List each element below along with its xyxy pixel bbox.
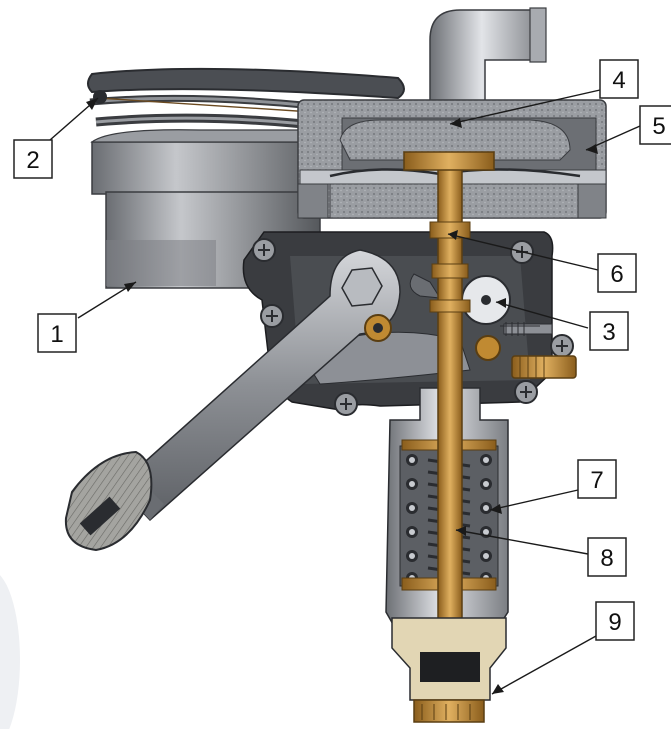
- leader-3: [495, 301, 589, 329]
- valve-stem: [403, 151, 495, 703]
- cam-wheel: [409, 273, 511, 361]
- callout-1: 1: [37, 313, 77, 353]
- leader-arrowheads: [86, 98, 598, 694]
- background-wash: [0, 575, 20, 734]
- callout-label: 6: [610, 261, 623, 288]
- callout-8: 8: [587, 537, 627, 577]
- callout-label: 9: [608, 609, 621, 636]
- callout-label: 1: [50, 321, 63, 348]
- leader-8: [455, 529, 589, 555]
- valve-seat: [391, 617, 507, 723]
- elbow-pipe: [429, 7, 547, 111]
- leader-6: [447, 233, 599, 271]
- leader-7: [489, 489, 579, 511]
- callout-6: 6: [597, 253, 637, 293]
- housing-screws: [252, 238, 574, 416]
- lever-knob: [64, 450, 153, 552]
- callout-9: 9: [595, 601, 635, 641]
- adjuster-screw: [500, 322, 577, 379]
- callout-5: 5: [639, 105, 671, 145]
- callout-label: 5: [652, 113, 665, 140]
- callout-label: 2: [26, 147, 39, 174]
- leader-9: [491, 635, 597, 695]
- spring-drum: [90, 129, 333, 289]
- callout-label: 3: [602, 319, 615, 346]
- callout-label: 4: [612, 67, 625, 94]
- callout-4: 4: [599, 59, 639, 99]
- callout-3: 3: [589, 311, 629, 351]
- spring-body: [385, 387, 509, 641]
- callout-label: 7: [590, 467, 603, 494]
- callout-7: 7: [577, 459, 617, 499]
- callout-2: 2: [13, 139, 53, 179]
- leader-4: [449, 89, 601, 125]
- callout-label: 8: [600, 545, 613, 572]
